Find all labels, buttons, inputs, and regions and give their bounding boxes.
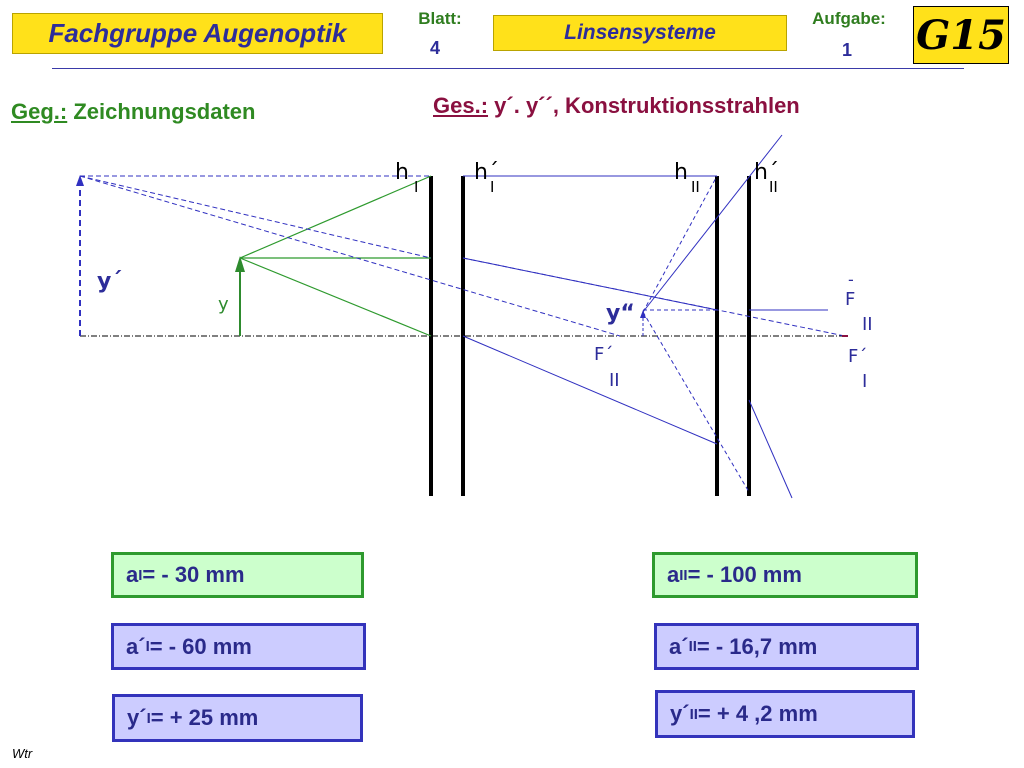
label-f2-sub: II: [862, 314, 873, 335]
value-sub: II: [689, 705, 698, 723]
label-h2-sub: II: [691, 178, 700, 196]
given-prefix: Geg.:: [11, 99, 68, 124]
g15-logo: G15: [913, 6, 1009, 64]
value-box-y-prime-i: y´I = + 25 mm: [112, 694, 363, 742]
value-box-y-prime-ii: y´II = + 4 ,2 mm: [655, 690, 915, 738]
value-sym: a´: [126, 633, 146, 659]
label-f2-prime: F´: [594, 344, 613, 365]
value-sub: I: [138, 566, 143, 584]
image-arrow-y-double-prime-head: [640, 310, 646, 318]
label-f2: F: [845, 289, 855, 310]
blatt-label: Blatt:: [418, 9, 462, 28]
ray-dashed-up: [642, 175, 718, 313]
image-arrow-y-prime-head: [76, 175, 84, 186]
aufgabe-label: Aufgabe:: [812, 9, 886, 28]
value-rest: = - 30 mm: [142, 562, 245, 587]
value-rest: = - 60 mm: [149, 633, 252, 659]
blatt-value: 4: [429, 38, 440, 58]
sought-prefix: Ges.:: [433, 93, 489, 118]
header-divider: [52, 68, 964, 69]
topic-title: Linsensysteme: [493, 15, 787, 51]
ray-blue-dashed-2: [79, 175, 432, 259]
label-f2-bar: -: [848, 270, 854, 289]
ray-blue-lower: [462, 335, 718, 445]
value-rest: = - 100 mm: [687, 562, 802, 587]
value-sym: a´: [669, 633, 689, 659]
label-h1-sub: I: [414, 178, 418, 196]
label-y: y: [218, 294, 229, 315]
label-h1: h: [395, 160, 409, 185]
label-h2-prime: h´: [754, 160, 779, 185]
label-f2-prime-sub: II: [609, 370, 620, 391]
value-sym: y´: [127, 705, 147, 730]
value-sym: a: [126, 562, 139, 587]
value-sub: I: [146, 709, 151, 727]
value-sub: II: [679, 566, 688, 584]
ray-blue-dashed-3: [79, 175, 621, 337]
ray-blue-middle: [462, 257, 718, 311]
value-sub: II: [688, 638, 697, 655]
given-heading: Geg.: Zeichnungsdaten: [11, 99, 255, 125]
value-sub: I: [145, 638, 150, 655]
value-sym: a: [667, 562, 680, 587]
label-f1-prime: F´: [848, 346, 867, 367]
label-h1-prime: h´: [474, 160, 499, 185]
label-y-prime: y´: [97, 269, 122, 294]
ray-dashed-down: [642, 311, 750, 493]
ray-blue-diagonal: [642, 134, 783, 313]
value-sym: y´: [670, 701, 690, 726]
value-rest: = - 16,7 mm: [696, 633, 818, 659]
value-box-a-prime-i: a´I = - 60 mm: [111, 623, 366, 670]
ray-blue-down: [748, 399, 793, 499]
author-initials: Wtr: [12, 746, 33, 761]
label-h2-prime-sub: II: [769, 178, 778, 196]
header-title: Fachgruppe Augenoptik: [12, 13, 383, 54]
label-f1-prime-sub: I: [862, 371, 867, 392]
object-arrow-head: [235, 256, 245, 272]
label-y-double-prime: y“: [606, 301, 635, 326]
value-rest: = + 4 ,2 mm: [697, 701, 818, 726]
sought-text: y´. y´´, Konstruktionsstrahlen: [494, 93, 800, 118]
ray-green-upper: [239, 175, 432, 259]
sought-heading: Ges.: y´. y´´, Konstruktionsstrahlen: [433, 93, 800, 119]
value-rest: = + 25 mm: [150, 705, 259, 730]
given-text: Zeichnungsdaten: [73, 99, 256, 124]
label-h1-prime-sub: I: [490, 178, 494, 196]
value-box-a-prime-ii: a´II = - 16,7 mm: [654, 623, 919, 670]
aufgabe-value: 1: [841, 40, 852, 60]
ray-green-lower: [239, 257, 432, 337]
label-h2: h: [674, 160, 688, 185]
